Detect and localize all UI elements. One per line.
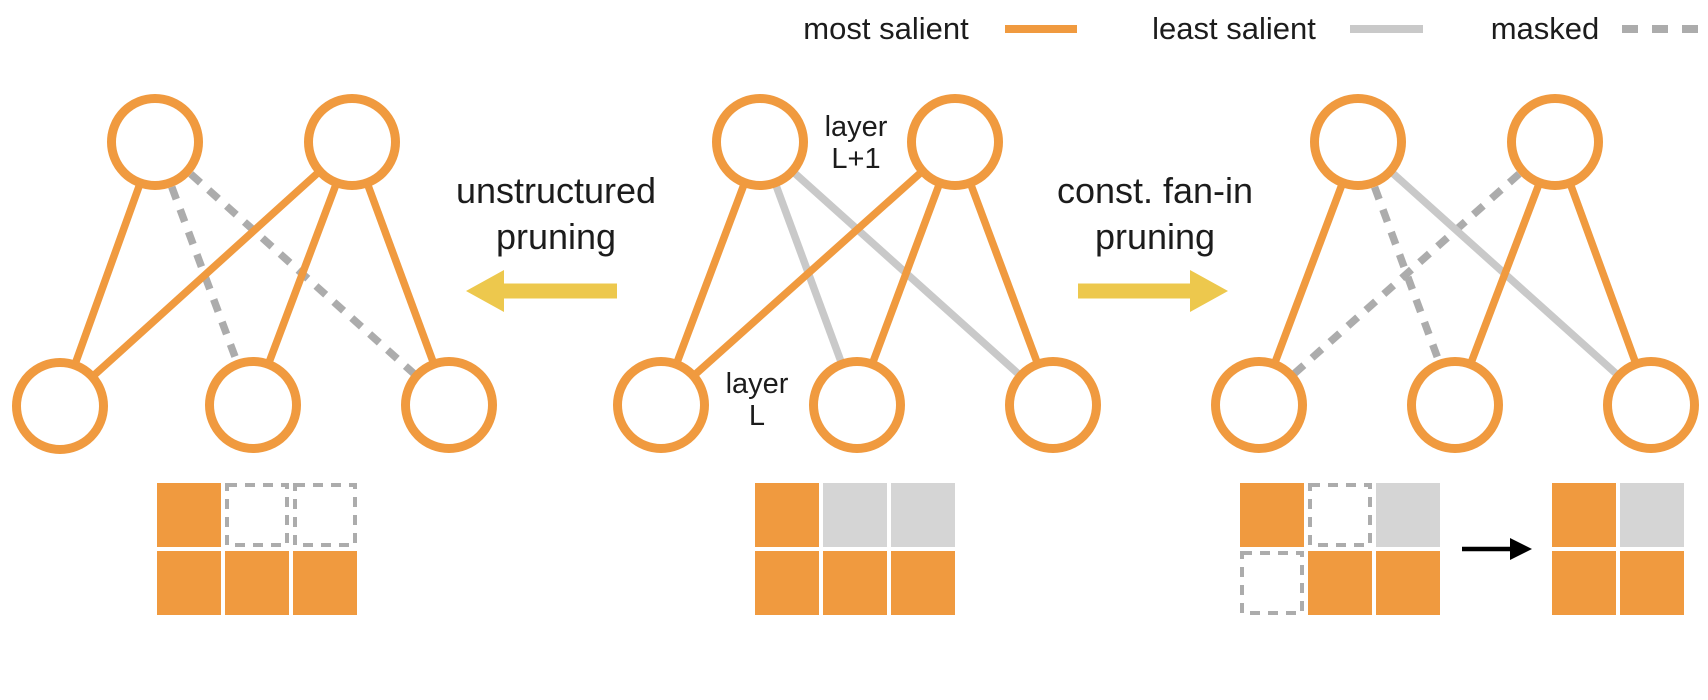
- matrix-cell-masked: [225, 483, 289, 547]
- legend-label-most-salient: most salient: [803, 11, 969, 46]
- const-fanin-pruning-label: const. fan-in pruning: [1057, 168, 1253, 260]
- neuron-node: [401, 357, 497, 453]
- matrix-cell-most: [1376, 551, 1440, 615]
- matrix-cell-most: [225, 551, 289, 615]
- matrix-cell-most: [1552, 483, 1616, 547]
- layer-L-label: layer L: [726, 368, 789, 432]
- neuron-node: [613, 357, 709, 453]
- matrix-cell-most: [157, 551, 221, 615]
- matrix-cell-masked: [293, 483, 357, 547]
- neuron-node: [205, 357, 301, 453]
- neuron-node: [1005, 357, 1101, 453]
- unstructured-pruning-line1: unstructured: [455, 170, 657, 211]
- neuron-node: [304, 94, 400, 190]
- const-fanin-pruning-line2: pruning: [1094, 216, 1216, 257]
- layer-L-line1: layer: [725, 368, 789, 400]
- legend-label-masked: masked: [1490, 11, 1600, 46]
- edge-masked: [1256, 139, 1558, 408]
- layer-L-line2: L: [748, 400, 766, 432]
- neuron-node: [907, 94, 1003, 190]
- matrix-cell-most: [755, 551, 819, 615]
- matrix-cell-most: [1620, 551, 1684, 615]
- matrix-cell-most: [1240, 483, 1304, 547]
- matrix-cell-most: [891, 551, 955, 615]
- matrix-cell-least: [1376, 483, 1440, 547]
- neuron-node: [712, 94, 808, 190]
- matrix-cell-most: [293, 551, 357, 615]
- matrix-cell-least: [1620, 483, 1684, 547]
- matrix-cell-most: [823, 551, 887, 615]
- edge-most-salient: [658, 139, 958, 408]
- matrix-cell-most: [755, 483, 819, 547]
- neuron-node: [107, 94, 203, 190]
- neuron-node: [1211, 357, 1307, 453]
- unstructured-pruning-line2: pruning: [495, 216, 617, 257]
- matrix-cell-most: [1552, 551, 1616, 615]
- layer-Lplus1-line1: layer: [824, 111, 888, 143]
- neuron-node: [1603, 357, 1699, 453]
- neuron-node: [12, 358, 108, 454]
- condense-matrix-arrow: [1462, 538, 1532, 560]
- matrix-cell-masked: [1308, 483, 1372, 547]
- matrix-cell-most: [1308, 551, 1372, 615]
- layer-Lplus1-label: layer L+1: [825, 111, 888, 175]
- layer-Lplus1-line2: L+1: [831, 143, 881, 175]
- neuron-node: [809, 357, 905, 453]
- const-fanin-pruning-arrow: [1078, 270, 1228, 312]
- legend-label-least-salient: least salient: [1152, 11, 1316, 46]
- const-fanin-pruning-line1: const. fan-in: [1056, 170, 1254, 211]
- neuron-node: [1507, 94, 1603, 190]
- unstructured-pruning-label: unstructured pruning: [456, 168, 656, 260]
- neuron-node: [1407, 357, 1503, 453]
- neuron-node: [1310, 94, 1406, 190]
- matrix-cell-least: [823, 483, 887, 547]
- unstructured-pruning-arrow: [466, 270, 617, 312]
- matrix-cell-least: [891, 483, 955, 547]
- matrix-cell-most: [157, 483, 221, 547]
- edge-most-salient: [57, 139, 355, 409]
- matrix-cell-masked: [1240, 551, 1304, 615]
